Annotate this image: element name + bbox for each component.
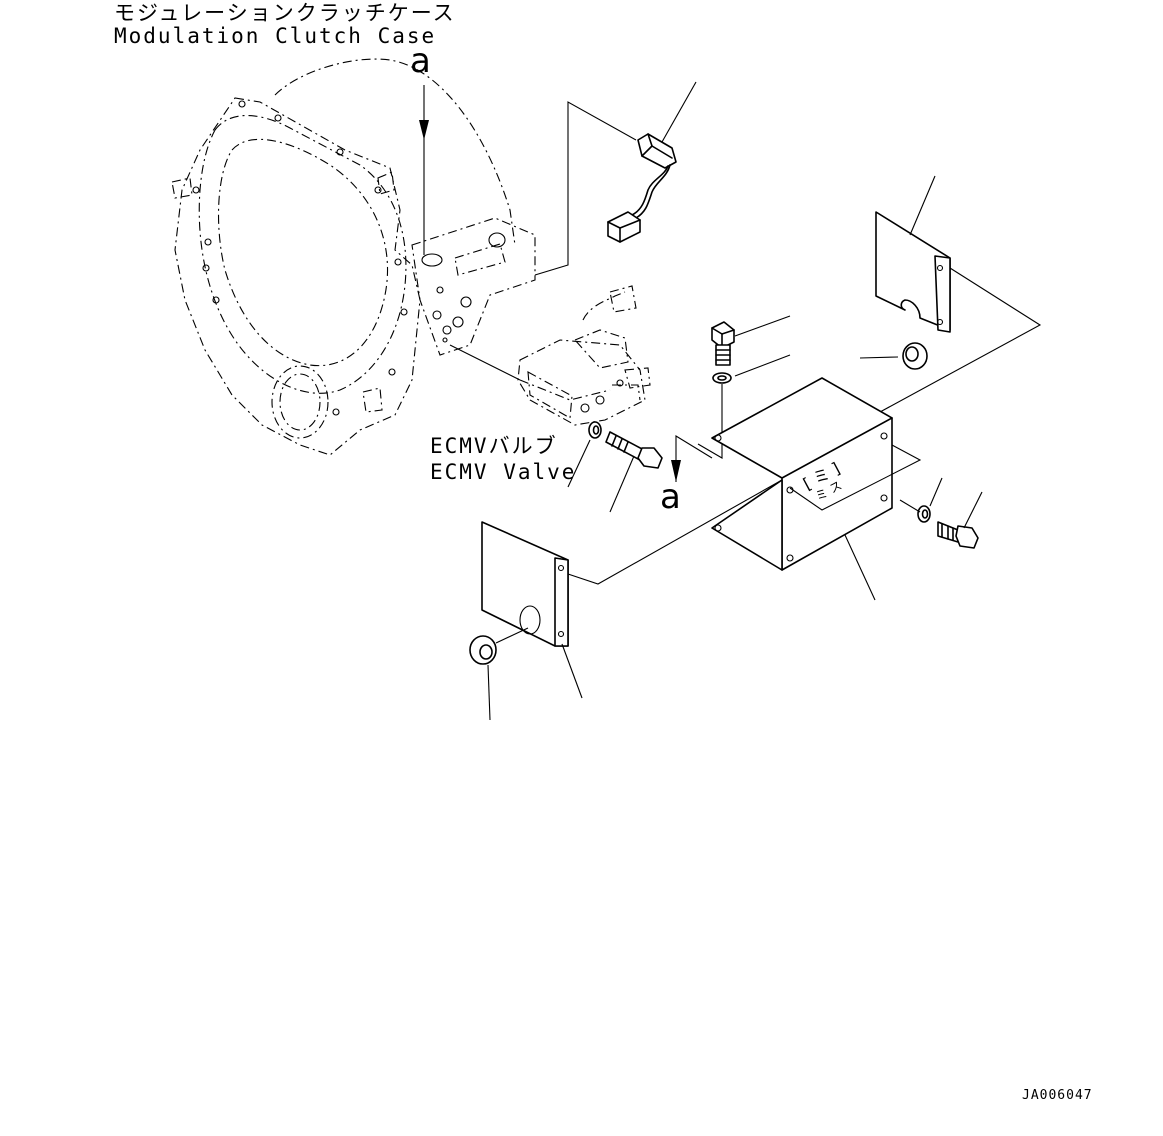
marker-a-top: a [410,41,431,81]
marker-a-bottom: a [660,477,681,517]
washer-top [712,372,732,384]
left-plate [481,521,569,647]
case-label-en: Modulation Clutch Case [114,24,437,48]
ecmv-valve [517,285,651,426]
sensor-with-connector [607,133,677,243]
case-label-jp: モジュレーションクラッチケース [114,1,456,25]
grommet-left [469,635,497,665]
right-plate [875,211,951,333]
bolt-right [937,521,979,549]
washer-mid [588,421,602,439]
valve-label-jp: ECMVバルブ [430,434,558,458]
arrow-a-bottom [671,435,713,482]
bolt-mid [605,431,663,469]
bolt-top [711,321,735,366]
valve-label-en: ECMV Valve [430,460,577,484]
cover-box: [ ミ ] ミ ス [711,377,893,571]
grommet-right [902,342,928,370]
washer-right [917,505,931,523]
arrow-a-top [419,85,429,255]
modulation-clutch-case [171,58,536,456]
drawing-code: JA006047 [1022,1088,1093,1103]
